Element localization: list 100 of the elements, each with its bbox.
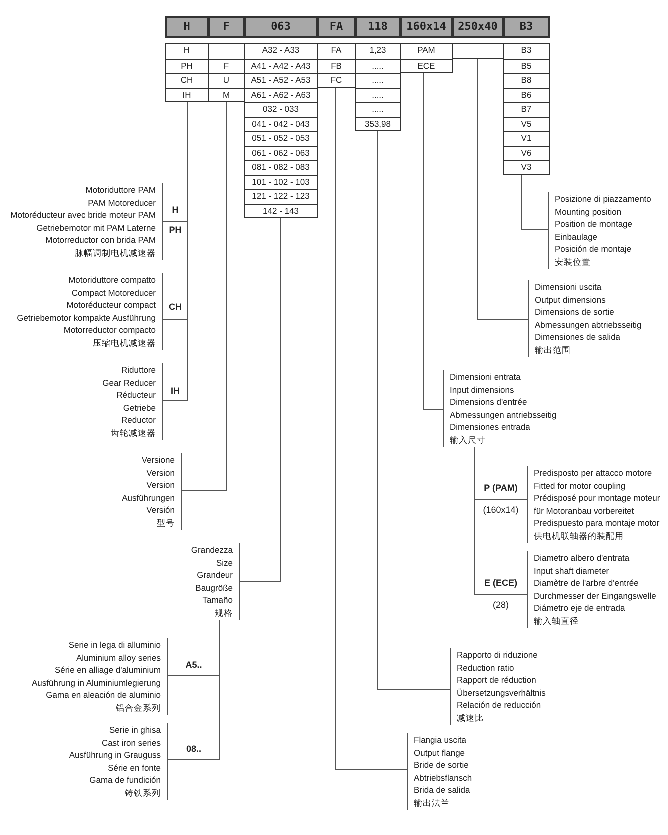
description-text: Compact Motoreducer xyxy=(70,286,156,299)
option-cell: A61 - A62 - A63 xyxy=(245,88,317,102)
description-text: Motoréducteur avec bride moteur PAM xyxy=(10,209,156,222)
description-text: Série en fonte xyxy=(107,762,161,774)
description-text: Versión xyxy=(146,504,175,516)
leader-line xyxy=(424,72,444,410)
code-label: (28) xyxy=(492,600,510,610)
option-cell: 121 - 122 - 123 xyxy=(245,189,317,204)
description-text: Riduttore xyxy=(120,364,156,376)
code-label: (160x14) xyxy=(482,505,520,515)
empty-cell xyxy=(452,43,504,58)
option-cell: ..... xyxy=(356,102,400,116)
code-box: F xyxy=(208,16,245,38)
description-text: Reduction ratio xyxy=(457,662,516,674)
leader-line xyxy=(378,130,450,690)
code-label: CH xyxy=(168,302,183,312)
option-cell: B5 xyxy=(504,58,549,73)
description-text: Output dimensions xyxy=(535,294,607,306)
option-cell-text: H xyxy=(182,44,192,57)
option-table xyxy=(355,43,401,131)
description-text: Motorreductor compacto xyxy=(62,324,156,336)
option-cell: 142 - 143 xyxy=(245,204,317,218)
description-text: Posición de montaje xyxy=(555,243,633,256)
option-cell: 061 - 062 - 063 xyxy=(245,146,317,160)
description-text: Output flange xyxy=(414,746,466,759)
code-label: PH xyxy=(168,225,183,235)
description-text: Gama de fundición xyxy=(88,774,161,786)
option-cell: ECE xyxy=(401,58,452,73)
option-cell-text: PAM xyxy=(416,44,436,57)
description-text: Position de montage xyxy=(555,218,634,230)
description-text: Brida de salida xyxy=(414,784,472,796)
description-text: Ausführung in Aluminiumlegierung xyxy=(31,676,161,689)
option-table xyxy=(165,43,209,102)
description-text: 输出范围 xyxy=(535,344,572,356)
description-text: Baugröße xyxy=(194,582,233,594)
description-text: 安装位置 xyxy=(555,256,592,268)
leader-line xyxy=(474,446,528,596)
description-text: Serie in ghisa xyxy=(108,724,161,736)
code-label: P (PAM) xyxy=(483,483,519,493)
description-text: Gear Reducer xyxy=(102,376,156,389)
description-text: Übersetzungsverhältnis xyxy=(457,686,547,699)
description-text: Input shaft diameter xyxy=(534,564,610,577)
description-text: Motorreductor con brida PAM xyxy=(44,234,156,246)
description-text: Size xyxy=(215,556,233,569)
description-text: PAM Motoreducer xyxy=(87,196,156,209)
leader-line xyxy=(182,102,228,492)
description-text: Relación de reducción xyxy=(457,699,542,712)
description-text: Dimensioni entrata xyxy=(450,371,522,384)
description-text: für Motoranbau vorbereitet xyxy=(534,504,636,517)
description-text: Flangia uscita xyxy=(414,734,468,746)
option-cell: ..... xyxy=(356,88,400,102)
description-text: 输入尺寸 xyxy=(450,434,487,446)
description-text: 减速比 xyxy=(457,712,485,724)
description-text: 输出法兰 xyxy=(414,796,451,809)
option-cell: 041 - 042 - 043 xyxy=(245,116,317,131)
code-label: H xyxy=(171,205,180,215)
description-text: Ausführungen xyxy=(121,492,175,504)
option-cell: 051 - 052 - 053 xyxy=(245,131,317,146)
description-text: Serie in lega di alluminio xyxy=(68,639,161,652)
code-box: 160x14 xyxy=(400,16,453,38)
option-cell-text: A32 - A33 xyxy=(261,44,301,57)
description-text: Abmessungen abtriebsseitig xyxy=(535,318,643,331)
description-text: 压缩电机减速器 xyxy=(92,336,156,349)
option-cell: B7 xyxy=(504,102,549,116)
code-box: 118 xyxy=(355,16,401,38)
description-text: Version xyxy=(146,466,175,479)
description-text: Motoriduttore PAM xyxy=(84,184,156,196)
description-text: Input dimensions xyxy=(450,384,516,396)
option-table xyxy=(208,43,245,102)
description-text: Prédisposé pour montage moteur xyxy=(534,492,662,504)
option-table xyxy=(400,43,453,73)
description-text: Dimensioni uscita xyxy=(535,281,603,294)
option-cell-text: B3 xyxy=(520,44,533,57)
code-box: B3 xyxy=(503,16,550,38)
code-box: FA xyxy=(317,16,356,38)
code-box: 250x40 xyxy=(452,16,504,38)
description-text: Reductor xyxy=(120,414,156,426)
description-text: 齿轮减速器 xyxy=(110,426,156,439)
description-text: Fitted for motor coupling xyxy=(534,480,627,492)
description-text: Abmessungen antriebsseitig xyxy=(450,408,558,421)
description-text: Posizione di piazzamento xyxy=(555,193,652,206)
description-text: Getriebemotor mit PAM Laterne xyxy=(36,222,156,234)
option-table xyxy=(317,43,356,88)
leader-line xyxy=(478,58,528,320)
description-text: 铸铁系列 xyxy=(124,786,161,799)
option-cell: B6 xyxy=(504,88,549,102)
description-text: Einbaulage xyxy=(555,230,599,243)
leader-line xyxy=(336,87,408,770)
option-cell: ..... xyxy=(356,73,400,88)
description-text: Dimensions de sortie xyxy=(535,306,616,318)
option-cell-text: 1,23 xyxy=(368,44,388,57)
option-cell: B8 xyxy=(504,73,549,88)
option-table xyxy=(244,43,318,218)
code-label: A5.. xyxy=(184,660,204,670)
description-text: Tamaño xyxy=(202,594,233,606)
description-text: Diametro albero d'entrata xyxy=(534,552,631,564)
description-text: Grandezza xyxy=(190,544,233,556)
option-cell: 101 - 102 - 103 xyxy=(245,174,317,189)
code-label: 08.. xyxy=(185,744,202,754)
option-cell: V5 xyxy=(504,116,549,131)
